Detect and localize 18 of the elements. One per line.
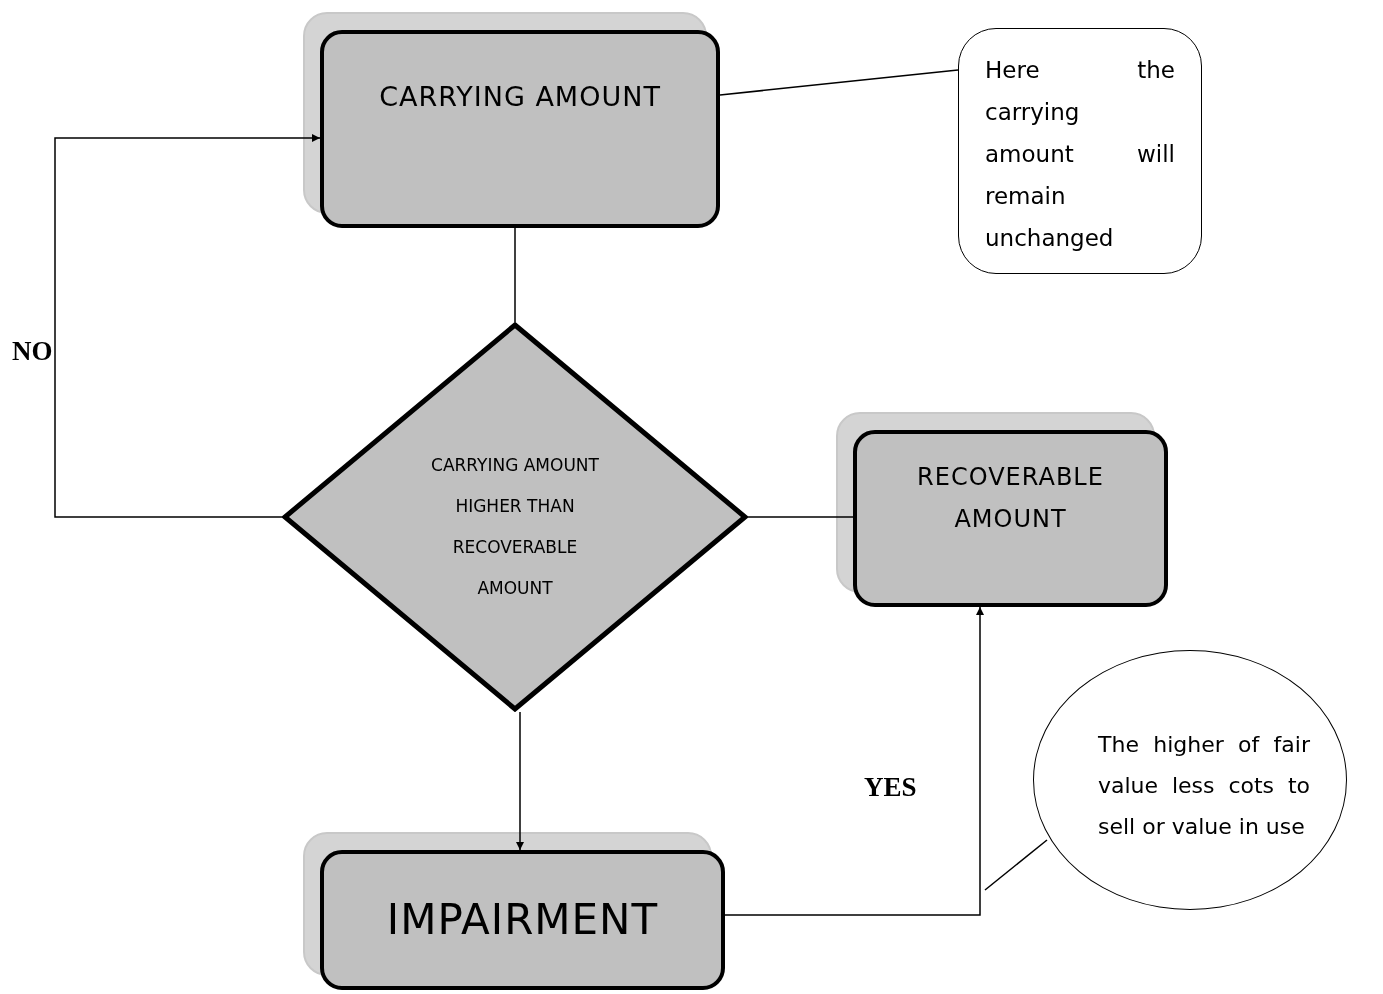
callout-bubble <box>958 28 1202 274</box>
edge-label: YES <box>864 772 917 803</box>
callout-text: Here the carrying amount will remain unchanged <box>985 56 1175 253</box>
process-box <box>853 430 1168 607</box>
arrow <box>724 606 984 916</box>
box-label: CARRYING AMOUNT <box>379 80 661 114</box>
edge-label: NO <box>12 336 53 367</box>
decision-label: CARRYING AMOUNT HIGHER THAN RECOVERABLE AMOUNT <box>430 454 600 600</box>
decision-diamond <box>282 322 748 712</box>
connector-line <box>514 227 516 323</box>
arrow <box>516 711 524 851</box>
arrow <box>54 134 321 518</box>
connector-line <box>747 516 854 518</box>
box-label: IMPAIRMENT <box>386 896 659 944</box>
callout-text: The higher of fair value less cots to sell or value in use <box>1098 730 1310 841</box>
box-label: RECOVERABLE AMOUNT <box>916 462 1105 535</box>
process-box <box>320 30 720 228</box>
process-box <box>320 850 725 990</box>
